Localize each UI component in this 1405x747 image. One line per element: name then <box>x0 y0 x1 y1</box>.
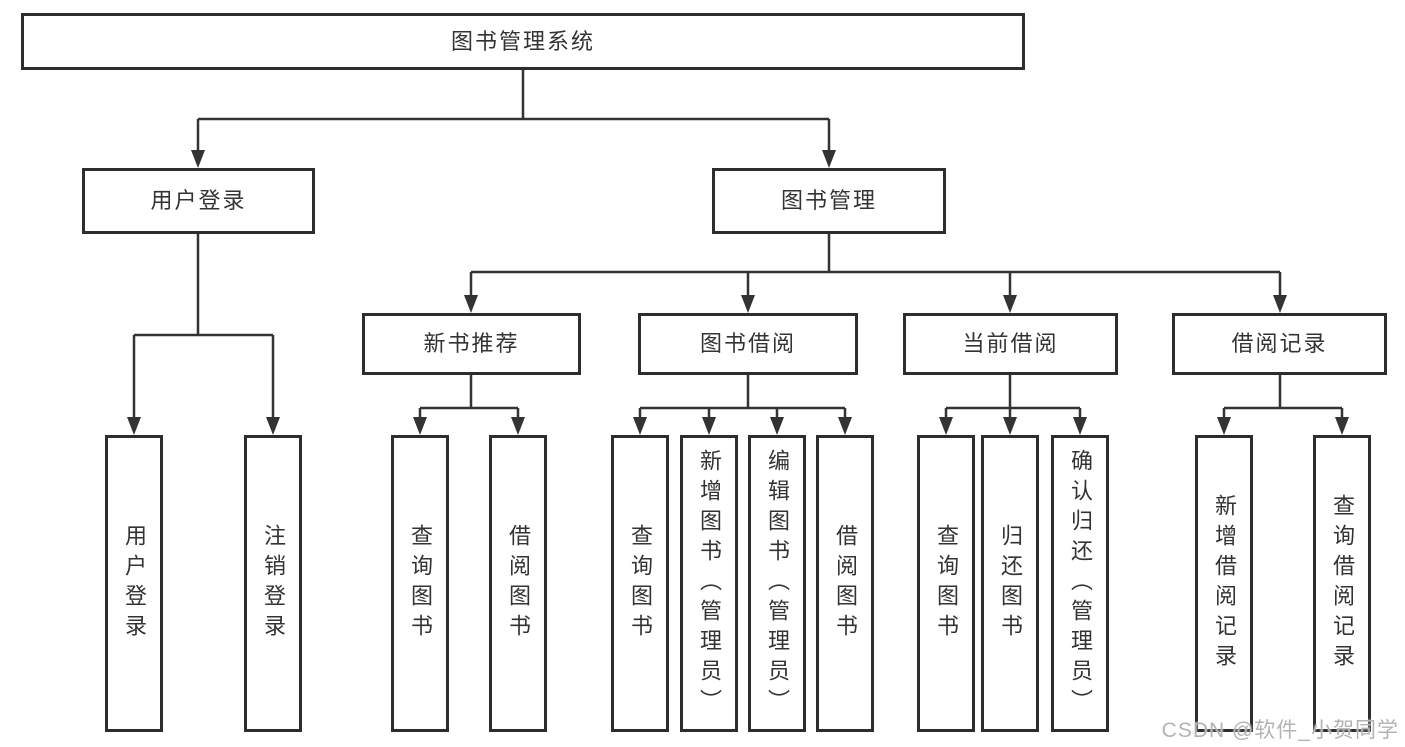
connector-bookborrow-to-leaves <box>638 375 847 419</box>
node-book-borrowing: 图书借阅 <box>638 313 858 375</box>
node-book-management: 图书管理 <box>712 168 946 234</box>
arrowheads-bookborrow-to-leaves <box>633 417 852 435</box>
leaf-query-books-under-current-borrowing: 查询图书 <box>917 435 975 732</box>
connector-userlogin-to-leaves <box>132 234 275 419</box>
leaf-confirm-return-admin: 确认归还（管理员） <box>1051 435 1109 732</box>
leaf-add-borrowing-record-label: 新增借阅记录 <box>1212 493 1237 674</box>
arrowheads-userlogin-to-leaves <box>127 417 280 435</box>
node-new-book-recommendation: 新书推荐 <box>362 313 581 375</box>
leaf-user-login-label: 用户登录 <box>122 523 147 644</box>
connector-newbookrec-to-leaves <box>418 375 520 419</box>
csdn-watermark: CSDN @软件_小贺同学 <box>1161 719 1399 742</box>
leaf-edit-books-admin-label: 编辑图书（管理员） <box>765 448 790 719</box>
leaf-add-books-admin: 新增图书（管理员） <box>680 435 738 732</box>
connector-borrowrecords-to-leaves <box>1222 375 1344 419</box>
leaf-add-books-admin-label: 新增图书（管理员） <box>697 448 722 719</box>
leaf-edit-books-admin: 编辑图书（管理员） <box>748 435 806 732</box>
leaf-query-books-label: 查询图书 <box>934 523 959 644</box>
leaf-user-login: 用户登录 <box>105 435 163 732</box>
node-root-library-management-system: 图书管理系统 <box>21 13 1025 70</box>
leaf-query-books-label: 查询图书 <box>628 523 653 644</box>
leaf-query-books-label: 查询图书 <box>408 523 433 644</box>
leaf-query-borrowing-record-label: 查询借阅记录 <box>1330 493 1355 674</box>
leaf-query-books-under-book-borrowing: 查询图书 <box>611 435 669 732</box>
arrowheads-borrowrecords-to-leaves <box>1217 417 1349 435</box>
arrowheads-root-to-level2 <box>191 150 836 168</box>
arrowheads-newbookrec-to-leaves <box>413 417 525 435</box>
leaf-logout-label: 注销登录 <box>261 523 286 644</box>
leaf-borrow-books-label: 借阅图书 <box>833 523 858 644</box>
leaf-return-books-label: 归还图书 <box>998 523 1023 644</box>
connector-root-to-level2 <box>196 70 831 152</box>
leaf-borrow-books-under-book-borrowing: 借阅图书 <box>816 435 874 732</box>
connector-bookmgmt-to-level3 <box>469 234 1282 297</box>
leaf-borrow-books-label: 借阅图书 <box>506 523 531 644</box>
leaf-add-borrowing-record: 新增借阅记录 <box>1195 435 1253 732</box>
connector-currentborrow-to-leaves <box>944 375 1082 419</box>
node-borrowing-records: 借阅记录 <box>1172 313 1387 375</box>
leaf-query-books-under-new-book-rec: 查询图书 <box>391 435 449 732</box>
arrowheads-bookmgmt-to-level3 <box>464 295 1287 313</box>
leaf-confirm-return-admin-label: 确认归还（管理员） <box>1068 448 1093 719</box>
leaf-return-books: 归还图书 <box>981 435 1039 732</box>
node-current-borrowing: 当前借阅 <box>903 313 1118 375</box>
node-user-login: 用户登录 <box>82 168 315 234</box>
leaf-logout: 注销登录 <box>244 435 302 732</box>
leaf-borrow-books-under-new-book-rec: 借阅图书 <box>489 435 547 732</box>
arrowheads-currentborrow-to-leaves <box>939 417 1087 435</box>
leaf-query-borrowing-record: 查询借阅记录 <box>1313 435 1371 732</box>
